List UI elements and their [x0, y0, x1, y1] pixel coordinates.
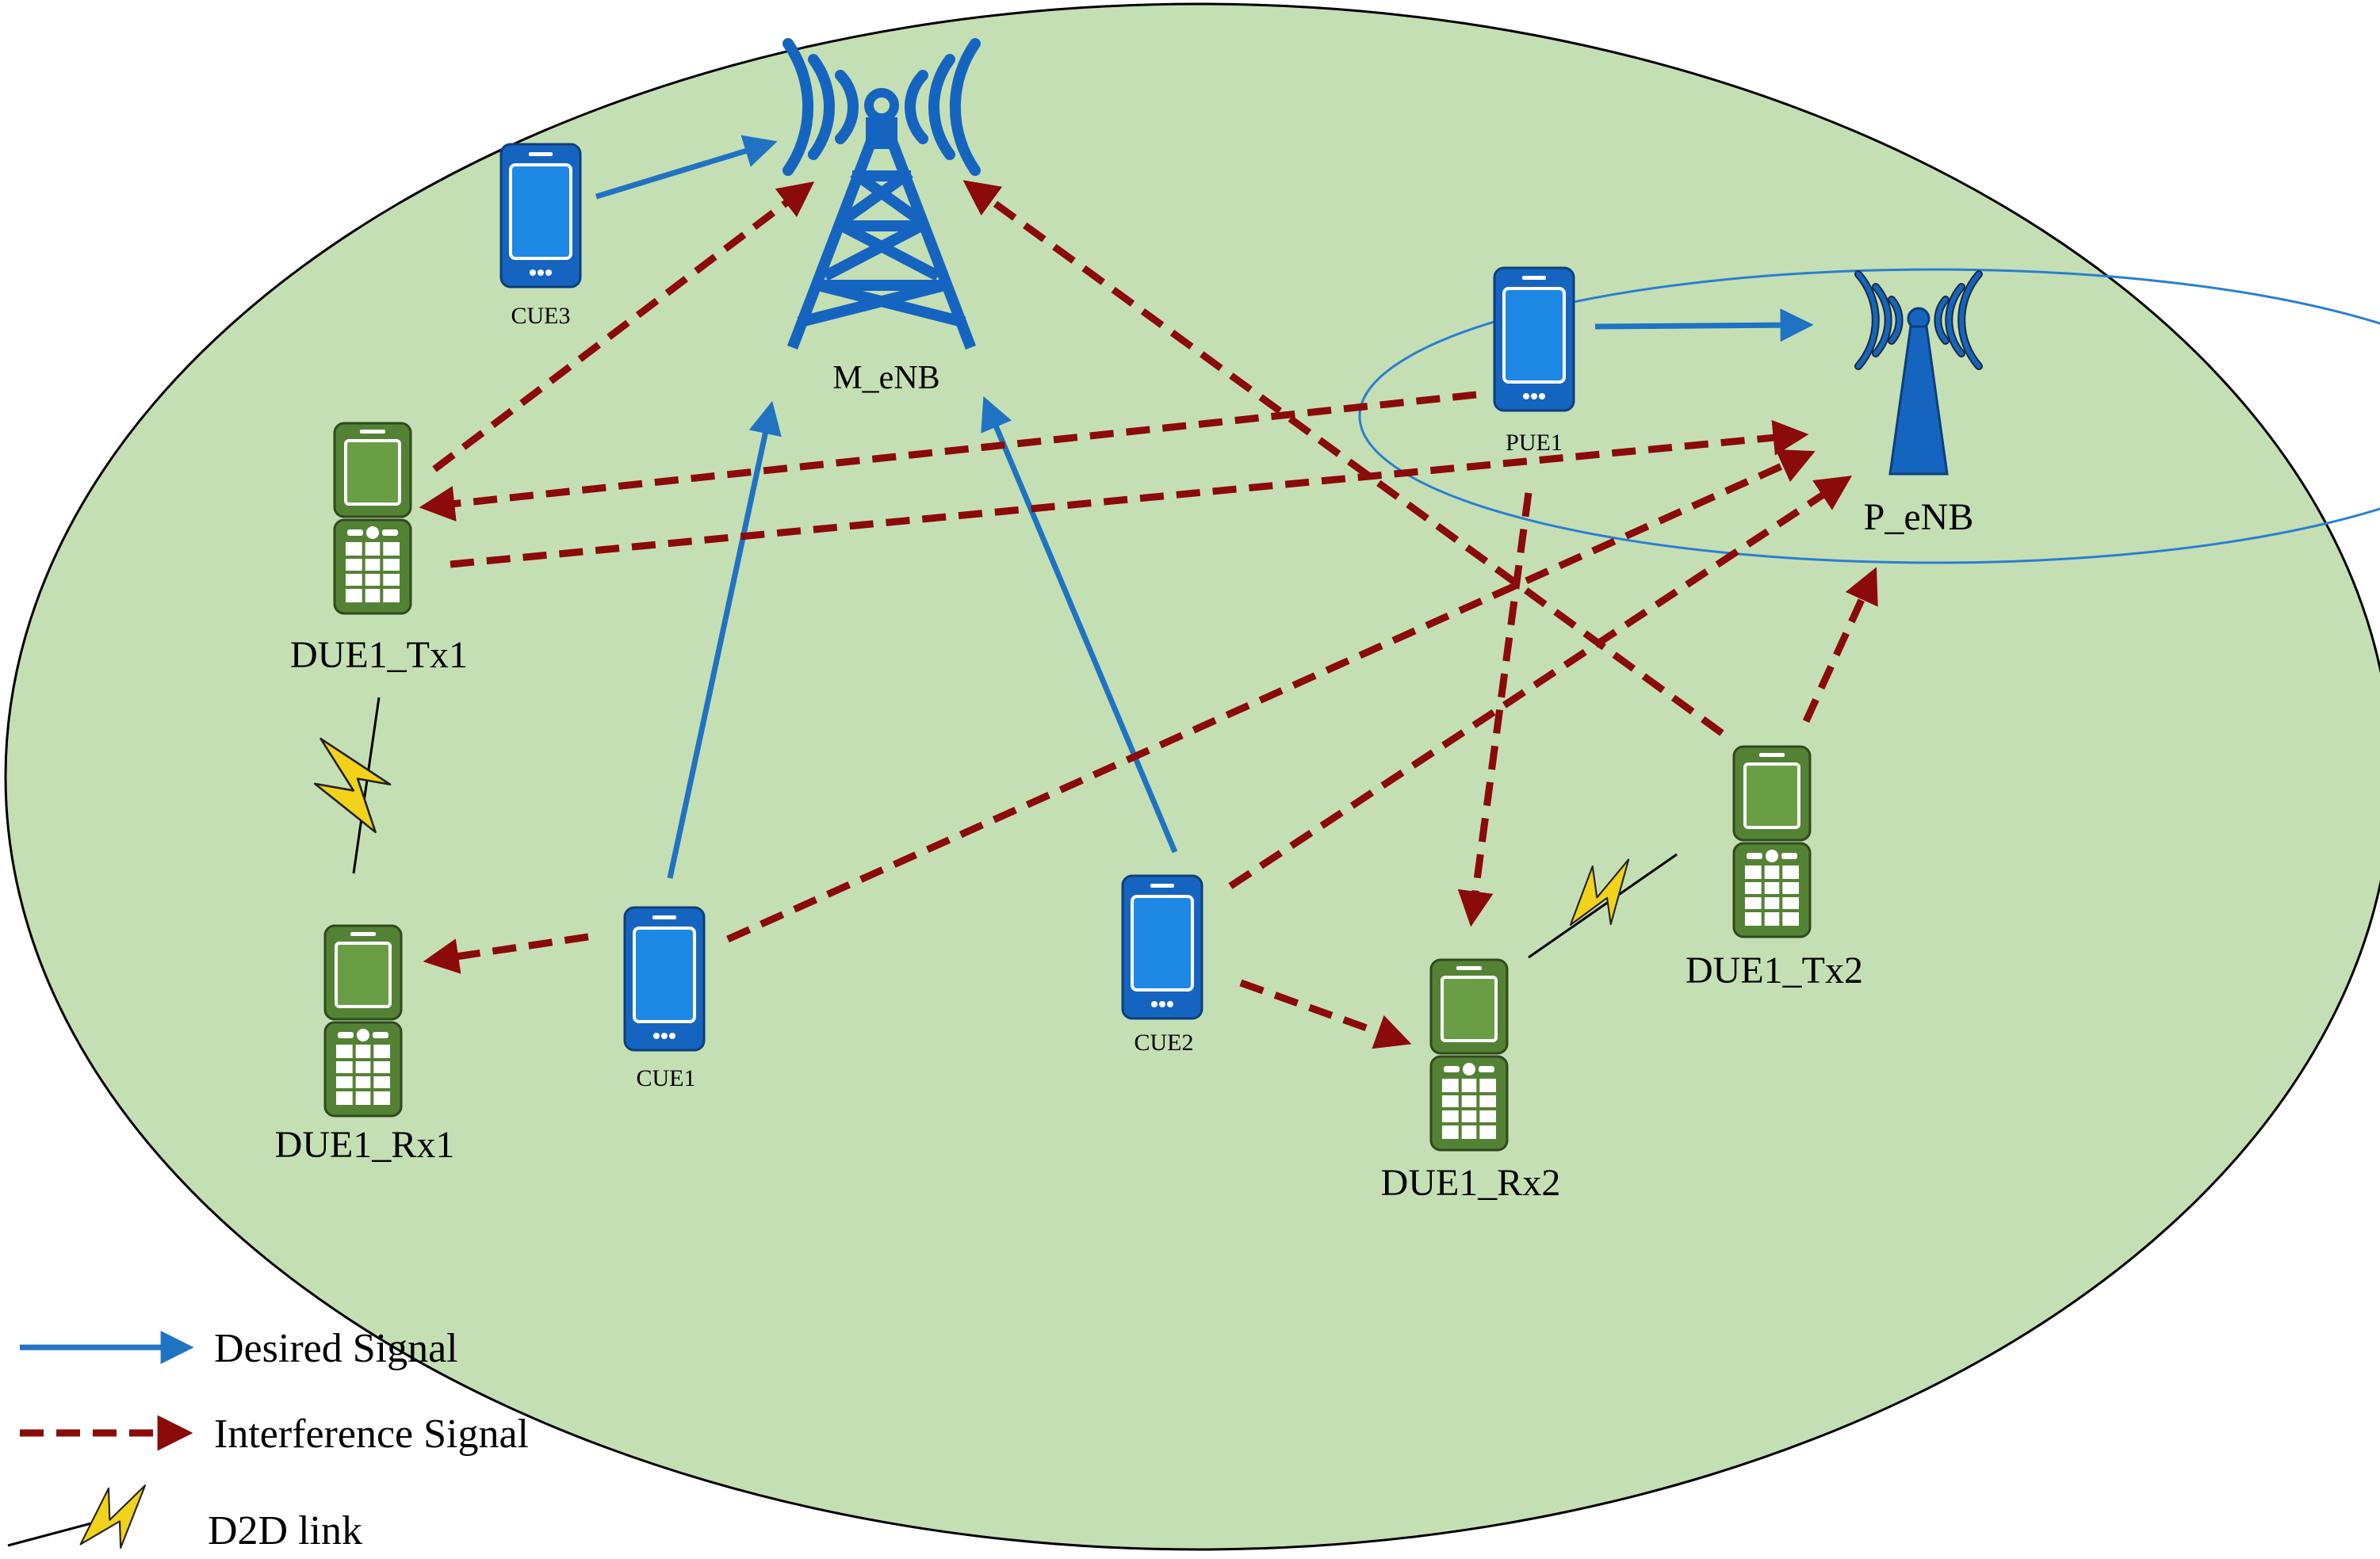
link-cue3-menb: [595, 135, 778, 200]
smartphone-icon-cue3: [499, 143, 582, 288]
label-cue3: CUE3: [511, 303, 571, 329]
label-due1-rx1: DUE1_Rx1: [275, 1124, 455, 1166]
d2d-link-2: [1528, 853, 1678, 959]
legend-d2d-label: D2D link: [208, 1508, 362, 1553]
pico-cell-area: [1358, 268, 2380, 564]
legend: Desired Signal Interference Signal D2D l…: [7, 1326, 529, 1553]
intf-tx1-penb: [450, 419, 1809, 568]
smartphone-icon-cue1: [623, 906, 706, 1052]
legend-interference-label: Interference Signal: [214, 1412, 529, 1457]
intf-cue2-rx2: [1239, 979, 1412, 1049]
smartphone-icon-pue1: [1493, 266, 1575, 412]
legend-d2d: D2D link: [7, 1484, 362, 1553]
label-due1-tx1: DUE1_Tx1: [290, 634, 468, 676]
label-due1-rx2: DUE1_Rx2: [1381, 1162, 1561, 1204]
label-due1-tx2: DUE1_Tx2: [1686, 950, 1863, 992]
intf-pue1-tx1: [419, 391, 1477, 522]
legend-interference: Interference Signal: [20, 1412, 529, 1457]
link-pue1-penb: [1594, 308, 1814, 342]
label-cue1: CUE1: [637, 1065, 696, 1091]
legend-desired-label: Desired Signal: [214, 1326, 458, 1371]
macro-cell-area: [4, 2, 2380, 1551]
label-cue2: CUE2: [1135, 1030, 1194, 1056]
label-pue1: PUE1: [1506, 430, 1563, 456]
intf-pue1-rx2: [1457, 492, 1532, 927]
intf-cue1-rx1: [423, 933, 589, 974]
link-cue2-menb: [981, 395, 1178, 854]
intf-cue1-penb: [726, 449, 1816, 943]
label-m-enb: M_eNB: [832, 360, 939, 396]
d2d-link-1: [305, 697, 397, 874]
interference-links: [419, 180, 1878, 1049]
smartphone-icon-cue2: [1121, 874, 1203, 1020]
label-p-enb: P_eNB: [1864, 496, 1974, 538]
link-cue1-menb: [667, 400, 782, 879]
intf-cue2-penb: [1228, 476, 1853, 889]
cell-tower-icon: [782, 38, 981, 350]
antenna-icon: [1854, 270, 1983, 476]
legend-desired: Desired Signal: [20, 1326, 458, 1371]
intf-tx2-penb: [1802, 567, 1878, 723]
desired-links: [595, 135, 1814, 879]
intf-tx1-menb: [432, 181, 815, 472]
